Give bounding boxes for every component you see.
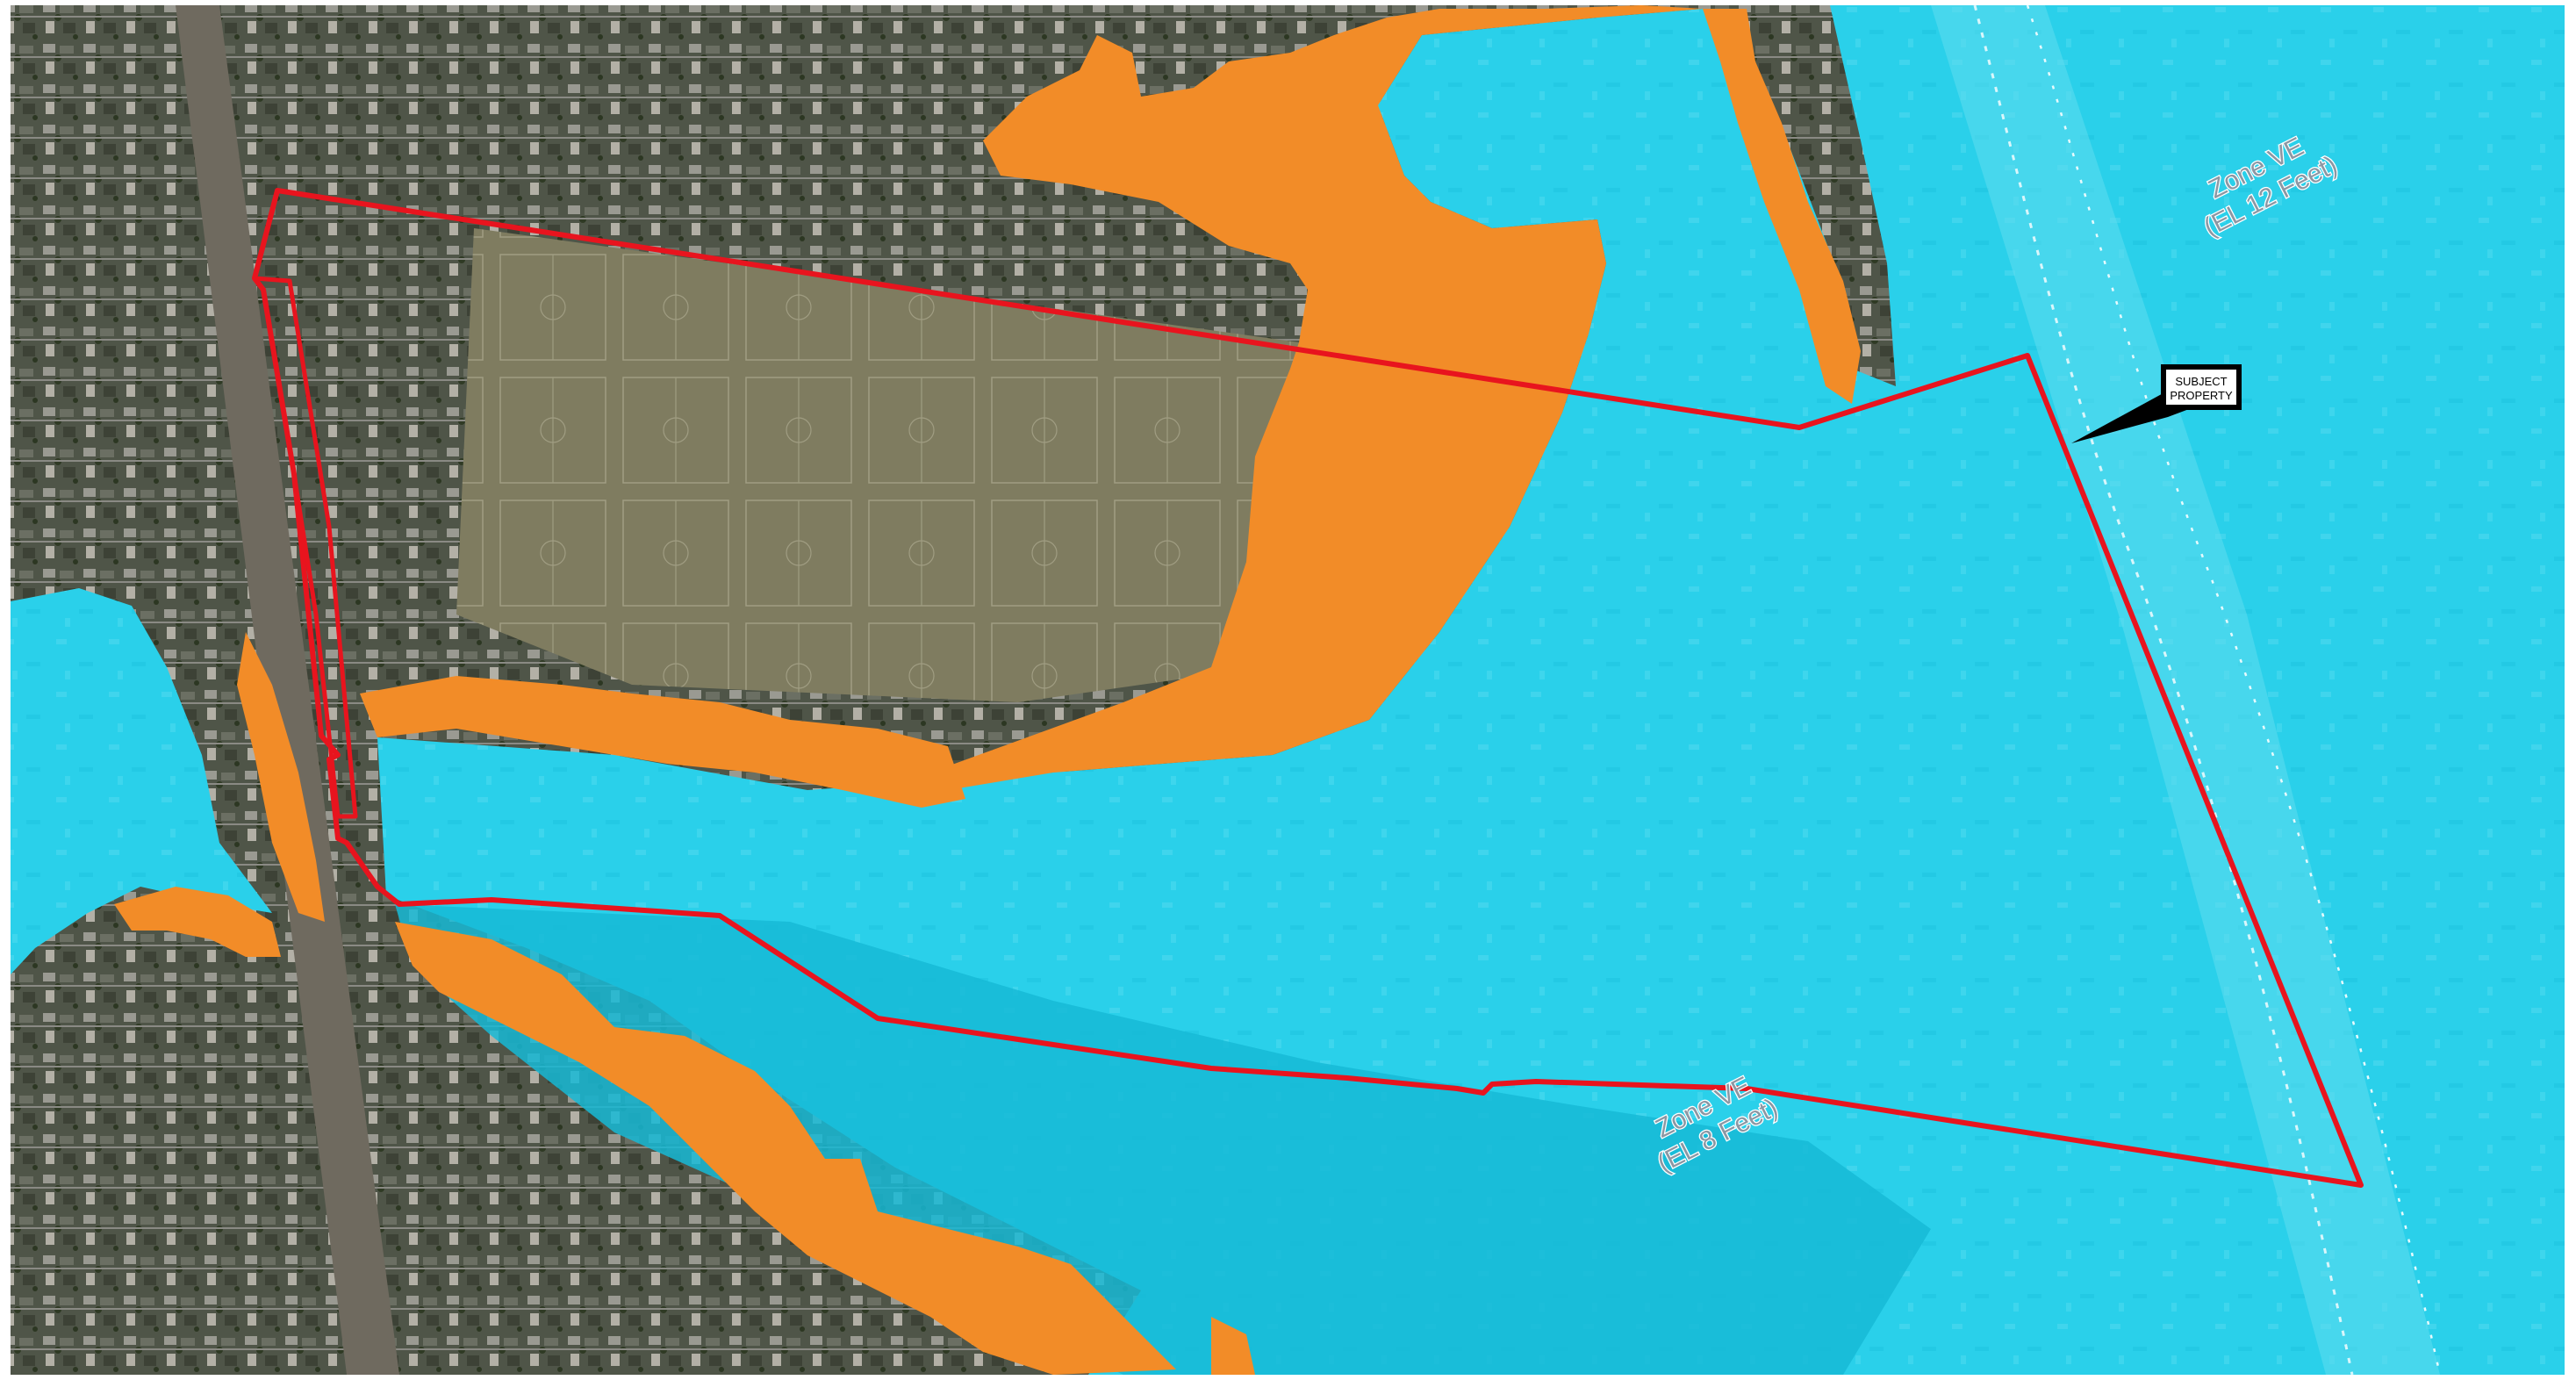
- bay-channel: [395, 904, 1931, 1375]
- subject-property-boundary: [252, 188, 2364, 1188]
- subject-property-inner-strip: [254, 276, 358, 819]
- flood-zone-ae-south-ribbon: [360, 676, 965, 808]
- flood-zone-ae-west-rail: [237, 632, 325, 922]
- shoreline-wave-1: [1973, 4, 2354, 1376]
- railroad-corridor: [176, 5, 399, 1375]
- callout-line-2: PROPERTY: [2170, 389, 2233, 402]
- callout-line-1: SUBJECT: [2175, 375, 2227, 388]
- flood-zone-ae-south: [395, 922, 1176, 1375]
- flood-zone-ae-north: [930, 5, 1703, 790]
- flood-zone-ve-west: [11, 588, 272, 974]
- flood-zone-ae-southwest: [114, 887, 281, 957]
- aerial-sports-field: [456, 228, 1299, 702]
- beach-strip: [1931, 5, 2440, 1375]
- callout-box-inner: [2166, 370, 2236, 405]
- flood-zone-ae-south-spot: [1211, 1317, 1255, 1375]
- flood-zone-ae-northeast: [1703, 9, 1861, 404]
